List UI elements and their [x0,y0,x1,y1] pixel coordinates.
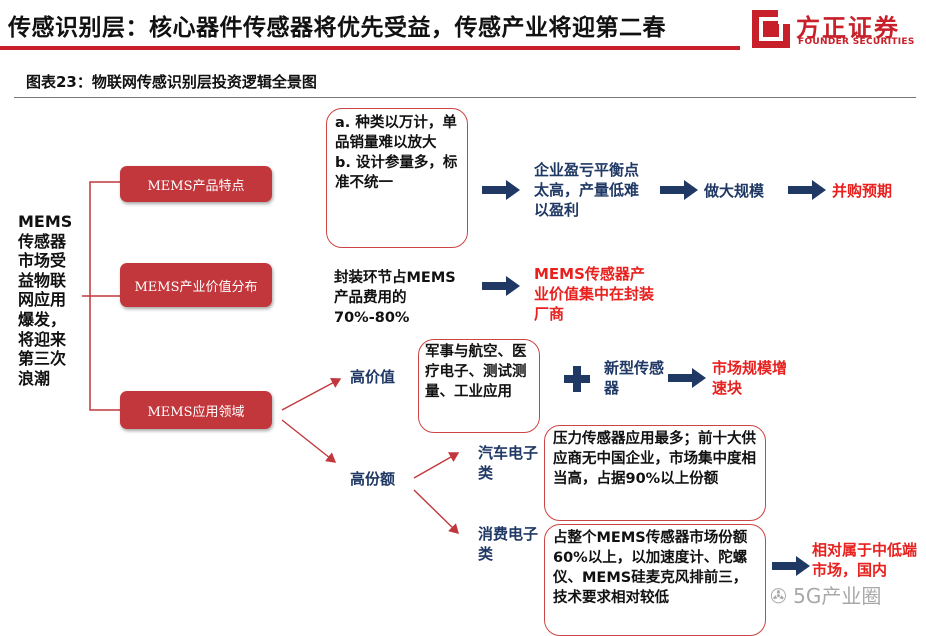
branch-applications: MEMS应用领域 [120,391,272,429]
founder-logo-icon [752,10,790,48]
brand-logo: 方正证券 FOUNDER SECURITIES [752,6,922,52]
consumer-note: 占整个MEMS传感器市场份额60%以上，以加速度计、陀螺仪、MEMS硅麦克风排前… [544,524,766,636]
high-share-label: 高份额 [350,470,396,488]
feature-note-a: a. 种类以万计，单品销量难以放大 [335,115,457,151]
features-result-merger: 并购预期 [832,182,893,200]
branch-product-features: MEMS产品特点 [120,166,272,202]
logo-chinese-name: 方正证券 [796,14,900,42]
plus-icon [564,366,590,392]
figure-title-divider [14,97,916,98]
arrow-right-icon [660,180,698,200]
arrow-right-icon [482,180,520,200]
branch-value-distribution: MEMS产业价值分布 [120,263,272,307]
features-result-scale: 做大规模 [704,182,765,200]
feature-note-b: b. 设计参量多，标准不统一 [335,155,458,191]
root-statement: MEMS传感器市场受益物联网应用爆发，将迎来第三次浪潮 [18,212,73,388]
logo-english-name: FOUNDER SECURITIES [798,37,915,47]
new-sensor-label: 新型传感器 [604,359,665,397]
arrow-right-icon [772,556,810,576]
consumer-result: 相对属于中低端市场，国内 [812,541,918,579]
arrow-right-icon [482,276,520,296]
wechat-icon: ✇ [770,584,787,608]
value-result: MEMS传感器产业价值集中在封装厂商 [534,265,655,323]
features-result-breakeven: 企业盈亏平衡点太高，产量低难以盈利 [534,161,640,219]
high-value-fields: 军事与航空、医疗电子、测试测量、工业应用 [418,339,540,433]
header-divider [0,46,740,50]
value-note: 封装环节占MEMS产品费用的70%-80% [334,270,456,326]
page-title: 传感识别层：核心器件传感器将优先受益，传感产业将迎第二春 [8,15,666,41]
features-note: a. 种类以万计，单品销量难以放大 b. 设计参量多，标准不统一 [326,108,468,248]
auto-electronics-label: 汽车电子类 [478,444,539,482]
arrow-right-icon [788,180,826,200]
consumer-electronics-label: 消费电子类 [478,525,539,563]
figure-title: 图表23：物联网传感识别层投资逻辑全景图 [26,73,317,91]
auto-note: 压力传感器应用最多；前十大供应商无中国企业，市场集中度相当高，占据90%以上份额 [544,425,766,521]
high-value-result: 市场规模增速块 [712,359,788,397]
watermark: ✇ 5G产业圈 [770,580,881,609]
high-value-label: 高价值 [350,368,396,386]
watermark-text: 5G产业圈 [793,584,882,608]
arrow-right-icon [668,368,706,388]
